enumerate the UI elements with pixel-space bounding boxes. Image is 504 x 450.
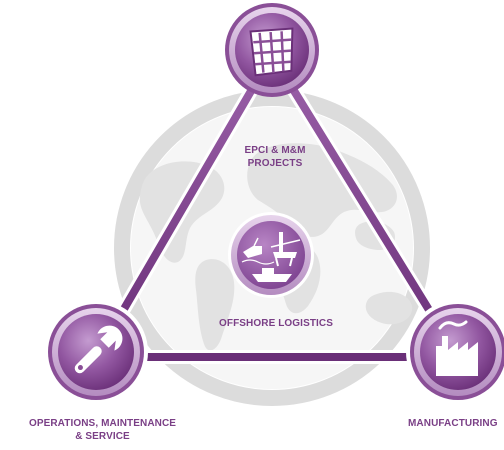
label-operations-line1: OPERATIONS, MAINTENANCE	[28, 418, 177, 429]
building-structure-icon	[249, 27, 294, 77]
node-manufacturing	[406, 300, 504, 404]
label-manufacturing: MANUFACTURING	[408, 418, 498, 429]
label-operations: OPERATIONS, MAINTENANCE & SERVICE	[0, 417, 205, 443]
wrench-icon	[74, 325, 123, 374]
offshore-platform-icon	[241, 232, 301, 282]
label-epci-line2: PROJECTS	[247, 158, 303, 169]
label-operations-line2: & SERVICE	[75, 431, 130, 442]
label-epci-line1: EPCI & M&M	[244, 145, 306, 156]
node-offshore	[228, 212, 314, 298]
label-epci: EPCI & M&M PROJECTS	[220, 144, 330, 170]
factory-icon	[436, 320, 478, 376]
connector-triangle	[89, 48, 465, 364]
node-epci	[225, 3, 319, 97]
label-offshore: OFFSHORE LOGISTICS	[218, 318, 334, 329]
node-operations	[44, 300, 148, 404]
